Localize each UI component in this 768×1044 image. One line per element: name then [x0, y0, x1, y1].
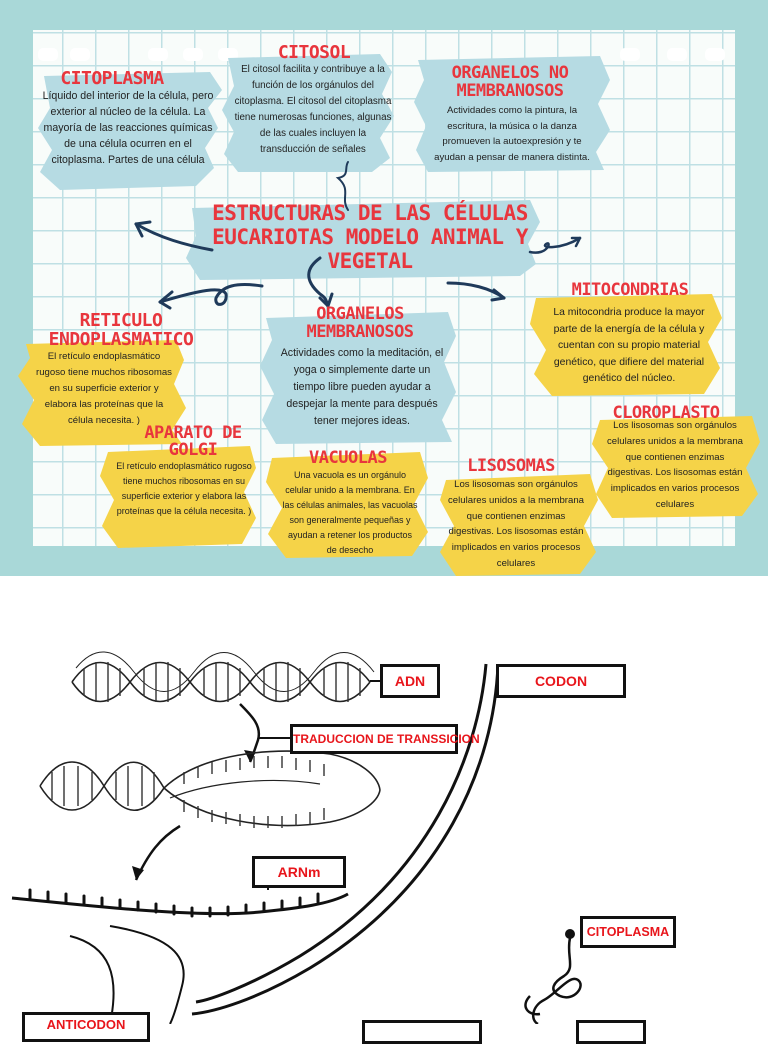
- brush-strokes: [18, 54, 760, 576]
- main-title: ESTRUCTURAS DE LAS CÉLULAS EUCARIOTAS MO…: [212, 201, 528, 273]
- reticulo-text: El retículo endoplasmático rugoso tiene …: [36, 351, 172, 426]
- dna-rungs: [83, 662, 361, 702]
- organelos-no-membranosos-text: Actividades como la pintura, la escritur…: [434, 105, 590, 163]
- label-anticodon: ANTICODON: [22, 1012, 150, 1042]
- citosol-text: El citosol facilita y contribuye a la fu…: [234, 64, 392, 155]
- organelos-no-membranosos-title: ORGANELOS NO MEMBRANOSOS: [451, 63, 569, 101]
- lisosomas-title: LISOSOMAS: [467, 456, 555, 476]
- nuclear-membrane: [195, 663, 488, 1004]
- organelos-membranosos-text: Actividades como la meditación, el yoga …: [280, 347, 444, 427]
- helix-rungs: [51, 756, 325, 828]
- mrna-strand: [11, 892, 349, 916]
- connector-arrows: [134, 161, 582, 310]
- notebook-hole: [38, 48, 58, 61]
- label-arnm: ARNm: [252, 856, 346, 888]
- label-adn: ADN: [380, 664, 440, 698]
- cloroplasto-text: Los lisosomas son orgánulos celulares un…: [607, 420, 743, 510]
- label-codon: CODON: [496, 664, 626, 698]
- notebook-hole: [148, 48, 168, 61]
- dna-strand-a: [71, 661, 371, 703]
- citoplasma-title: CITOPLASMA: [60, 68, 164, 89]
- vacuolas-text: Una vacuola es un orgánulo celular unido…: [282, 470, 418, 555]
- label-traduccion: TRADUCCION DE TRANSSICION: [290, 724, 480, 754]
- notebook-hole: [218, 48, 238, 61]
- reticulo-title: RETICULO ENDOPLASMATICO: [48, 310, 194, 350]
- mrna-bases: [28, 888, 320, 918]
- lisosomas-text: Los lisosomas son orgánulos celulares un…: [448, 479, 584, 569]
- notebook-hole: [620, 48, 640, 61]
- notebook-hole: [183, 48, 203, 61]
- protein-synthesis-diagram: ADN CODON TRADUCCION DE TRANSSICION ARNm…: [0, 576, 768, 1044]
- helix-left-a: [39, 761, 165, 812]
- concept-map-poster: ESTRUCTURAS DE LAS CÉLULAS EUCARIOTAS MO…: [0, 0, 768, 576]
- citosol-title: CITOSOL: [277, 42, 351, 63]
- mitocondrias-text: La mitocondria produce la mayor parte de…: [553, 307, 705, 384]
- notebook-hole: [705, 48, 725, 61]
- citoplasma-text: Líquido del interior de la célula, pero …: [42, 90, 214, 166]
- diagram-drawing: [11, 651, 582, 1024]
- notebook-hole: [70, 48, 90, 61]
- mitocondrias-title: MITOCONDRIAS: [571, 280, 689, 300]
- notebook-hole: [667, 48, 687, 61]
- helix-left-b: [39, 761, 165, 811]
- dna-strand-b: [71, 661, 371, 703]
- label-citoplasma: CITOPLASMA: [580, 916, 676, 948]
- vacuolas-title: VACUOLAS: [309, 448, 387, 468]
- golgi-title: APARATO DE GOLGI: [144, 423, 242, 460]
- trna-drawing: [531, 937, 582, 1024]
- organelos-membranosos-title: ORGANELOS MEMBRANOSOS: [306, 304, 414, 342]
- golgi-text: El retículo endoplasmático rugoso tiene …: [116, 461, 252, 516]
- cloroplasto-title: CLOROPLASTO: [612, 403, 720, 423]
